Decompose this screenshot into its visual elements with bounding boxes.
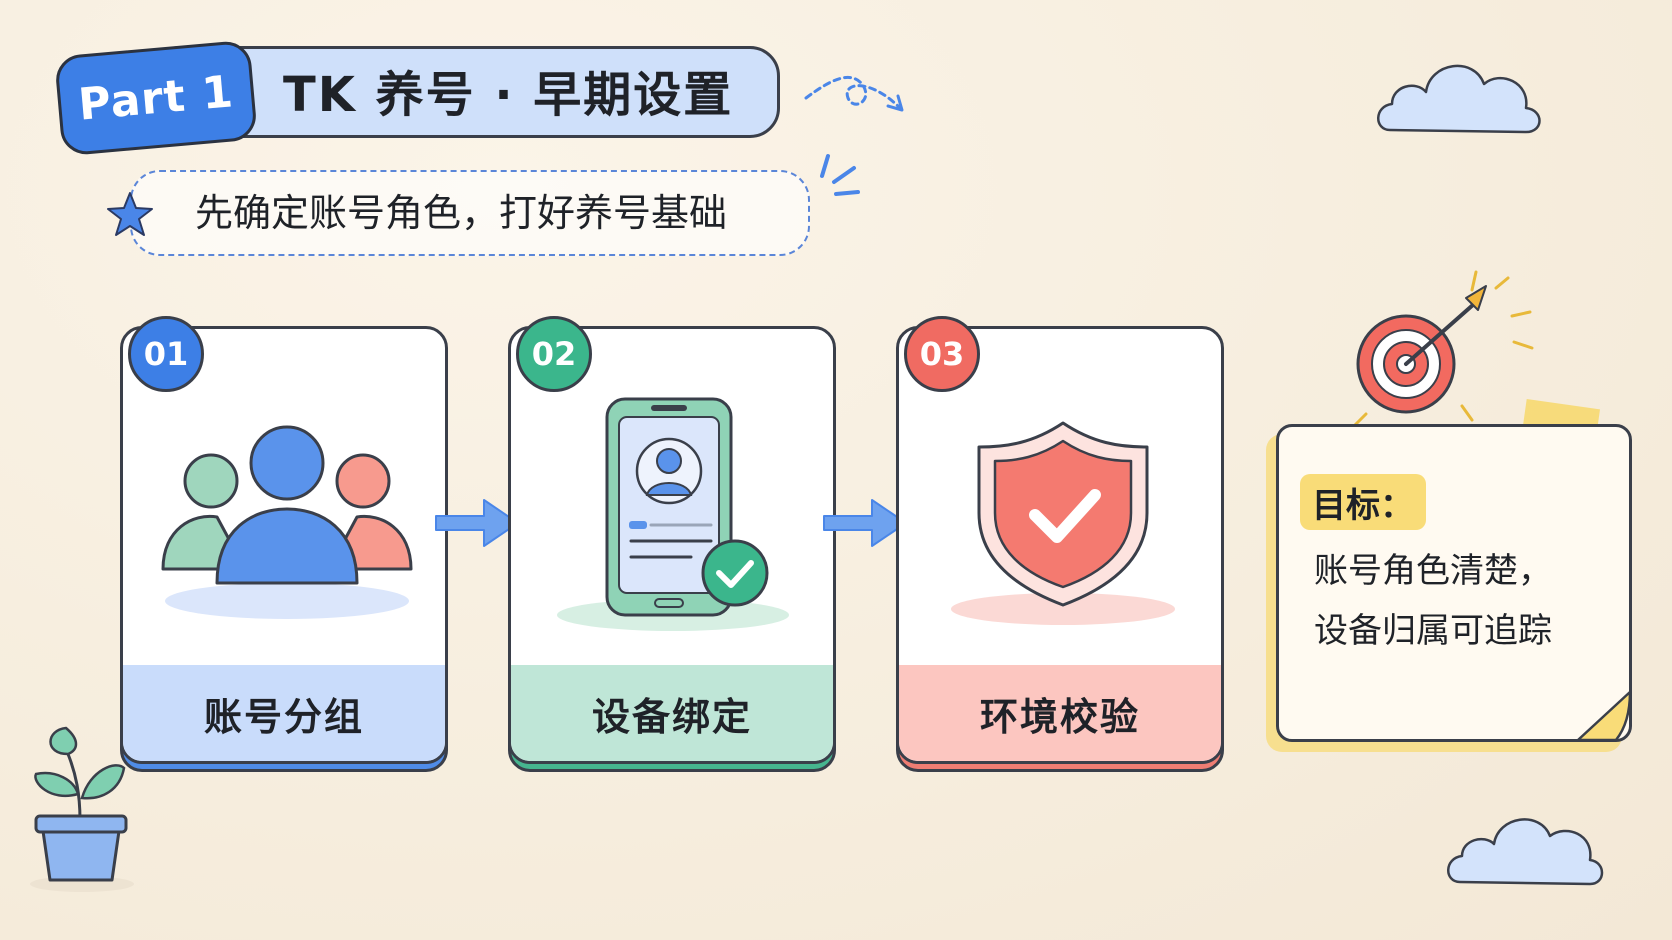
step-number-3: 03 <box>904 316 980 392</box>
phone-check-icon <box>557 397 789 631</box>
squiggle-arrow-icon <box>804 75 904 112</box>
page-title: TK 养号 · 早期设置 <box>283 67 734 123</box>
page-curl-icon <box>1576 690 1632 742</box>
step-card-3: 环境校验 <box>896 326 1224 764</box>
subtitle: 先确定账号角色，打好养号基础 <box>195 191 728 235</box>
part-label: Part 1 <box>76 65 236 131</box>
step-label-2: 设备绑定 <box>511 665 833 761</box>
step-card-1: 账号分组 <box>120 326 448 764</box>
title-bar <box>150 46 780 138</box>
people-group-icon <box>161 425 413 619</box>
subtitle-box <box>130 170 810 256</box>
arrow-right-icon <box>435 499 519 547</box>
cloud-icon <box>1377 64 1541 134</box>
part-badge: Part 1 <box>54 39 258 157</box>
cloud-icon-2 <box>1447 818 1604 886</box>
goal-line-1: 账号角色清楚， <box>1314 551 1552 591</box>
goal-label: 目标： <box>1300 474 1426 530</box>
step-number-1: 01 <box>128 316 204 392</box>
step-label-1: 账号分组 <box>123 665 445 761</box>
potted-plant-icon <box>30 726 134 892</box>
arrow-right-icon-2 <box>823 499 907 547</box>
shield-check-icon <box>951 421 1175 625</box>
goal-line-2: 设备归属可追踪 <box>1314 611 1552 651</box>
target-icon <box>1348 270 1534 432</box>
step-label-3: 环境校验 <box>899 665 1221 761</box>
step-card-2: 设备绑定 <box>508 326 836 764</box>
step-number-2: 02 <box>516 316 592 392</box>
sparkle-lines-icon <box>820 154 860 196</box>
star-icon <box>107 192 153 236</box>
